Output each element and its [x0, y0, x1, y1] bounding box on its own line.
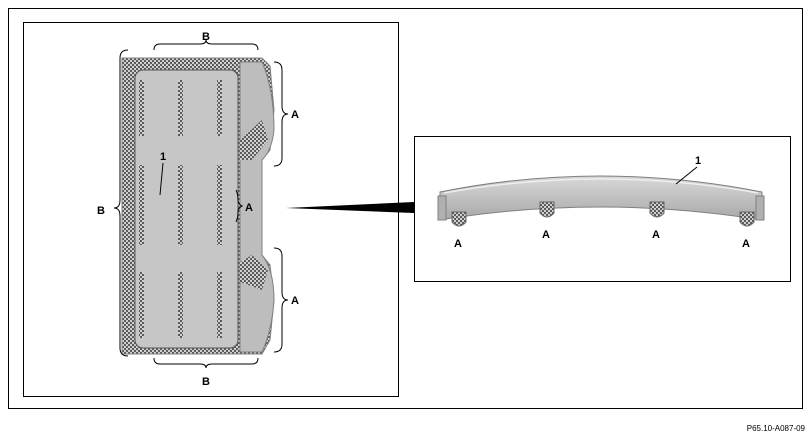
- label-b-top: B: [202, 31, 210, 43]
- clip-a-2: [539, 201, 555, 218]
- label-a-lower: A: [291, 295, 299, 307]
- outer-frame: [8, 8, 803, 409]
- brace-a-lower: [273, 247, 289, 353]
- label-a-clip-2: A: [542, 229, 550, 241]
- clip-strip-lower: [240, 255, 268, 290]
- label-a-clip-4: A: [742, 238, 750, 250]
- reference-code: P65.10-A087-09: [746, 424, 805, 433]
- parcel-shelf-side-view: [437, 175, 765, 227]
- brace-b-top: [153, 39, 259, 51]
- brace-a-middle: [235, 189, 244, 223]
- clip-a-3: [649, 201, 665, 218]
- magnifier-pointer: [286, 202, 414, 213]
- rib-strips: [139, 80, 222, 338]
- clip-a-1: [451, 211, 467, 227]
- brace-b-bottom: [153, 357, 259, 369]
- label-1-left: 1: [160, 151, 166, 163]
- label-b-bottom: B: [202, 376, 210, 388]
- label-a-middle: A: [245, 202, 253, 214]
- end-cap-right: [755, 195, 765, 221]
- side-view-top-highlight: [443, 178, 759, 194]
- leader-1-right: [675, 166, 698, 185]
- brace-a-upper: [273, 61, 289, 167]
- end-cap-left: [437, 195, 447, 221]
- label-a-clip-1: A: [454, 238, 462, 250]
- clip-strip-upper: [240, 120, 268, 160]
- parcel-shelf-top-view: [121, 57, 275, 355]
- brace-b-left: [113, 49, 129, 357]
- label-1-right: 1: [695, 155, 701, 167]
- clip-a-4: [739, 211, 755, 227]
- label-a-upper: A: [291, 109, 299, 121]
- label-b-left: B: [97, 205, 105, 217]
- label-a-clip-3: A: [652, 229, 660, 241]
- leader-1-left: [159, 162, 164, 196]
- shelf-inner-panel: [134, 69, 239, 349]
